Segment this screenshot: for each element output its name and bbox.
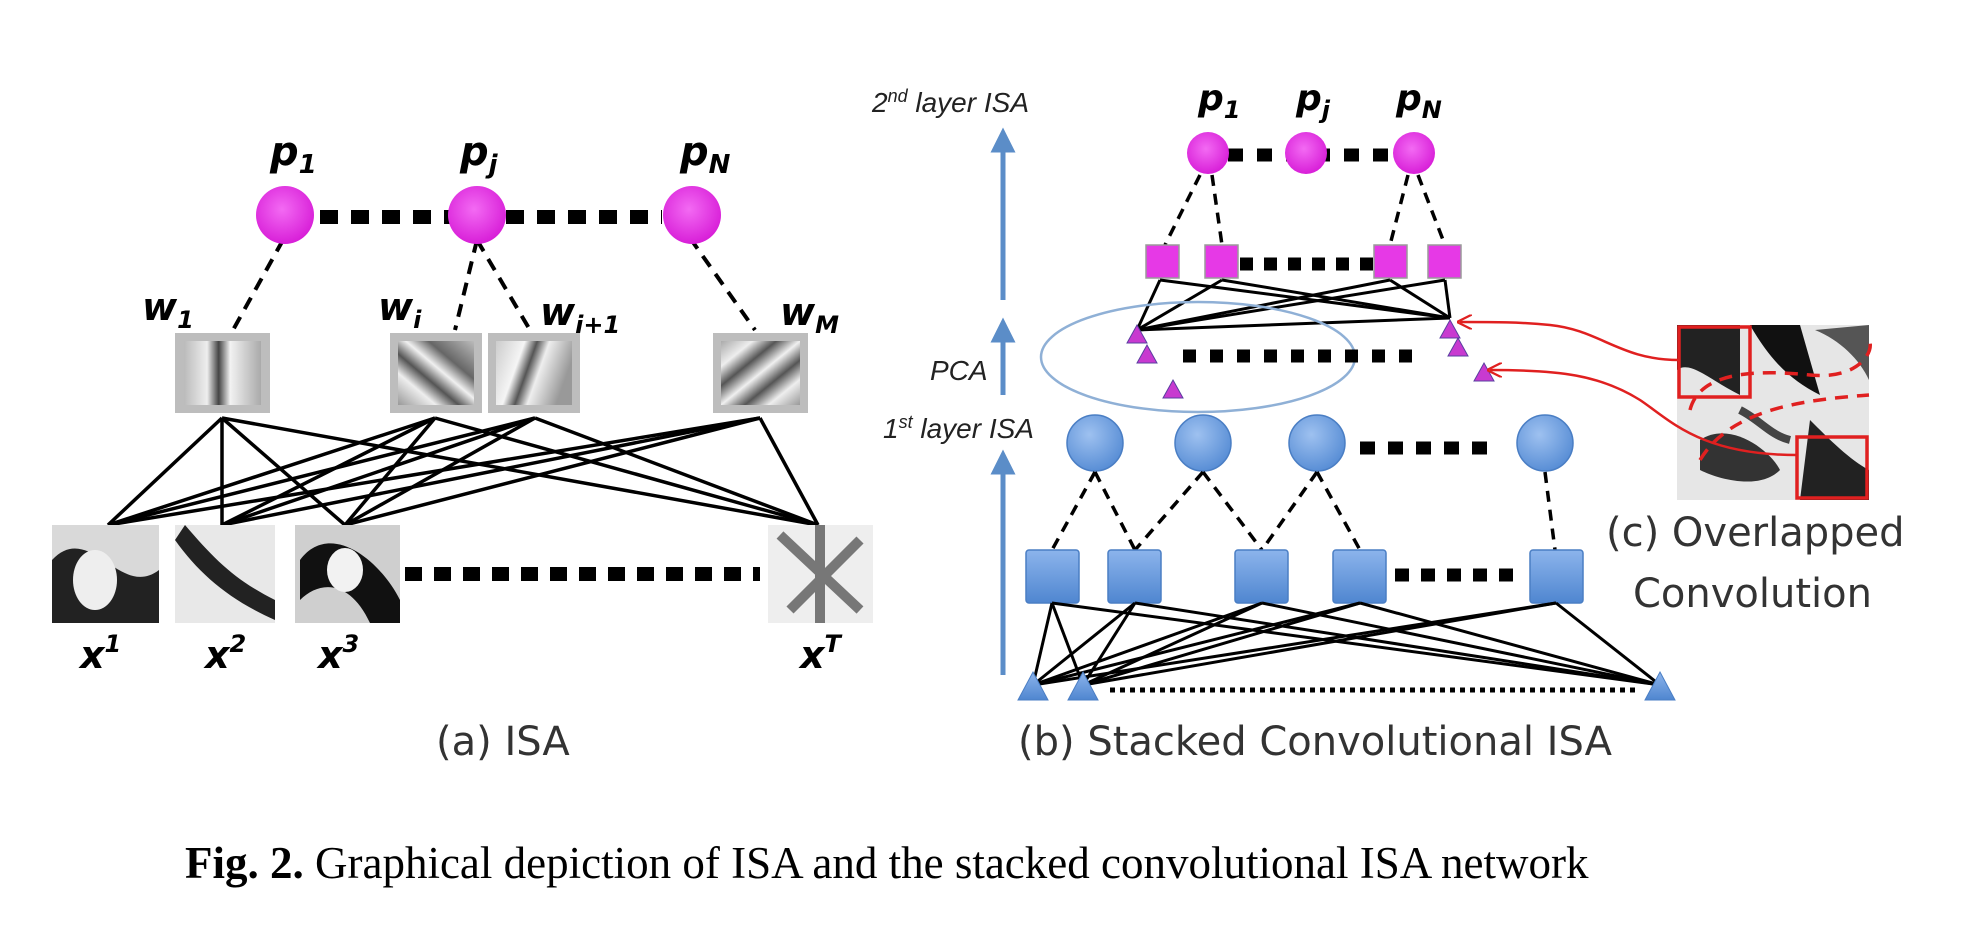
- b-input-triangle-1: [1017, 670, 1049, 701]
- b-l1-pool-square-links: [1050, 470, 1557, 552]
- filter-label-wi1: wi+1: [540, 290, 620, 339]
- b-l1-pool-3: [1288, 414, 1346, 472]
- overlap-dash-1: [1688, 339, 1872, 411]
- filter-label-wi: wi: [378, 285, 422, 334]
- layer2-label: 2nd layer ISA: [871, 86, 1029, 118]
- b-pool-node-pN: [1393, 132, 1435, 174]
- b-l2-square-1: [1145, 244, 1180, 279]
- red-arrow-1: [1460, 322, 1680, 362]
- pca-label: PCA: [930, 355, 988, 386]
- b-l1-pool-2: [1174, 414, 1232, 472]
- b-l2-square-4: [1427, 244, 1462, 279]
- overlap-box-2: [1795, 435, 1869, 500]
- layer1-label: 1st layer ISA: [883, 412, 1034, 444]
- filter-label-wM: wM: [780, 290, 839, 339]
- b-l1-square-3: [1234, 549, 1289, 604]
- panel-a-isa: p1 pj pN w1 wi wi+1 wM: [52, 129, 873, 765]
- b-l1-pool-1: [1066, 414, 1124, 472]
- input-patch-xT: [768, 525, 873, 623]
- overlap-dash-2: [1698, 393, 1870, 461]
- filter-input-connections: [106, 416, 820, 527]
- b-pool-label-pj: pj: [1295, 78, 1331, 124]
- pca-triangles: [1126, 318, 1495, 399]
- filter-label-w1: w1: [142, 285, 194, 334]
- b-pool-node-p1: [1187, 132, 1229, 174]
- figure-caption: Fig. 2. Graphical depiction of ISA and t…: [185, 838, 1589, 888]
- b-pool-square-links: [1163, 174, 1447, 246]
- filter-patch-wi1: [488, 333, 580, 413]
- filter-patch-wM: [713, 333, 808, 413]
- b-l1-square-1: [1025, 549, 1080, 604]
- pool-label-pN: pN: [679, 129, 731, 180]
- filter-patch-wi: [390, 333, 482, 413]
- b-l2-square-2: [1204, 244, 1239, 279]
- pool-node-p1: [256, 186, 314, 244]
- overlap-image: [1677, 325, 1869, 500]
- b-l1-square-5: [1529, 549, 1584, 604]
- pool-node-pN: [663, 186, 721, 244]
- panel-a-caption: (a) ISA: [436, 719, 570, 765]
- b-l1-pool-4: [1516, 414, 1574, 472]
- input-patch-x2: [175, 525, 275, 623]
- b-l2-connections: [1135, 278, 1452, 332]
- red-arrow-2: [1490, 370, 1798, 457]
- pool-node-pj: [448, 186, 506, 244]
- b-pool-node-pj: [1285, 132, 1327, 174]
- input-patch-x3: [295, 525, 400, 623]
- b-input-triangle-2: [1067, 670, 1099, 701]
- b-pool-label-pN: pN: [1395, 78, 1442, 124]
- input-patch-x1: [52, 525, 159, 623]
- panel-b-caption: (b) Stacked Convolutional ISA: [1018, 719, 1613, 765]
- input-label-x2: x2: [203, 630, 246, 677]
- pool-label-p1: p1: [269, 129, 317, 180]
- pool-filter-links: [231, 236, 757, 332]
- b-pool-label-p1: p1: [1197, 78, 1240, 124]
- pool-label-pj: pj: [459, 129, 499, 180]
- b-l2-square-3: [1373, 244, 1408, 279]
- panel-c-caption-line1: (c) Overlapped: [1606, 510, 1905, 556]
- input-label-xT: xT: [798, 630, 843, 677]
- input-label-x1: x1: [78, 630, 121, 677]
- filter-patch-w1: [175, 333, 270, 413]
- b-l1-square-2: [1107, 549, 1162, 604]
- input-label-x3: x3: [316, 630, 359, 677]
- panel-c-overlapped-convolution: (c) Overlapped Convolution: [1460, 322, 1905, 617]
- panel-b-stacked-isa: 2nd layer ISA PCA 1st layer ISA p1 pj pN: [871, 78, 1676, 765]
- panel-c-caption-line2: Convolution: [1633, 571, 1872, 617]
- b-l1-square-4: [1332, 549, 1387, 604]
- b-input-triangle-3: [1644, 670, 1676, 701]
- b-l1-connections: [1031, 601, 1661, 687]
- overlap-box-1: [1677, 325, 1752, 399]
